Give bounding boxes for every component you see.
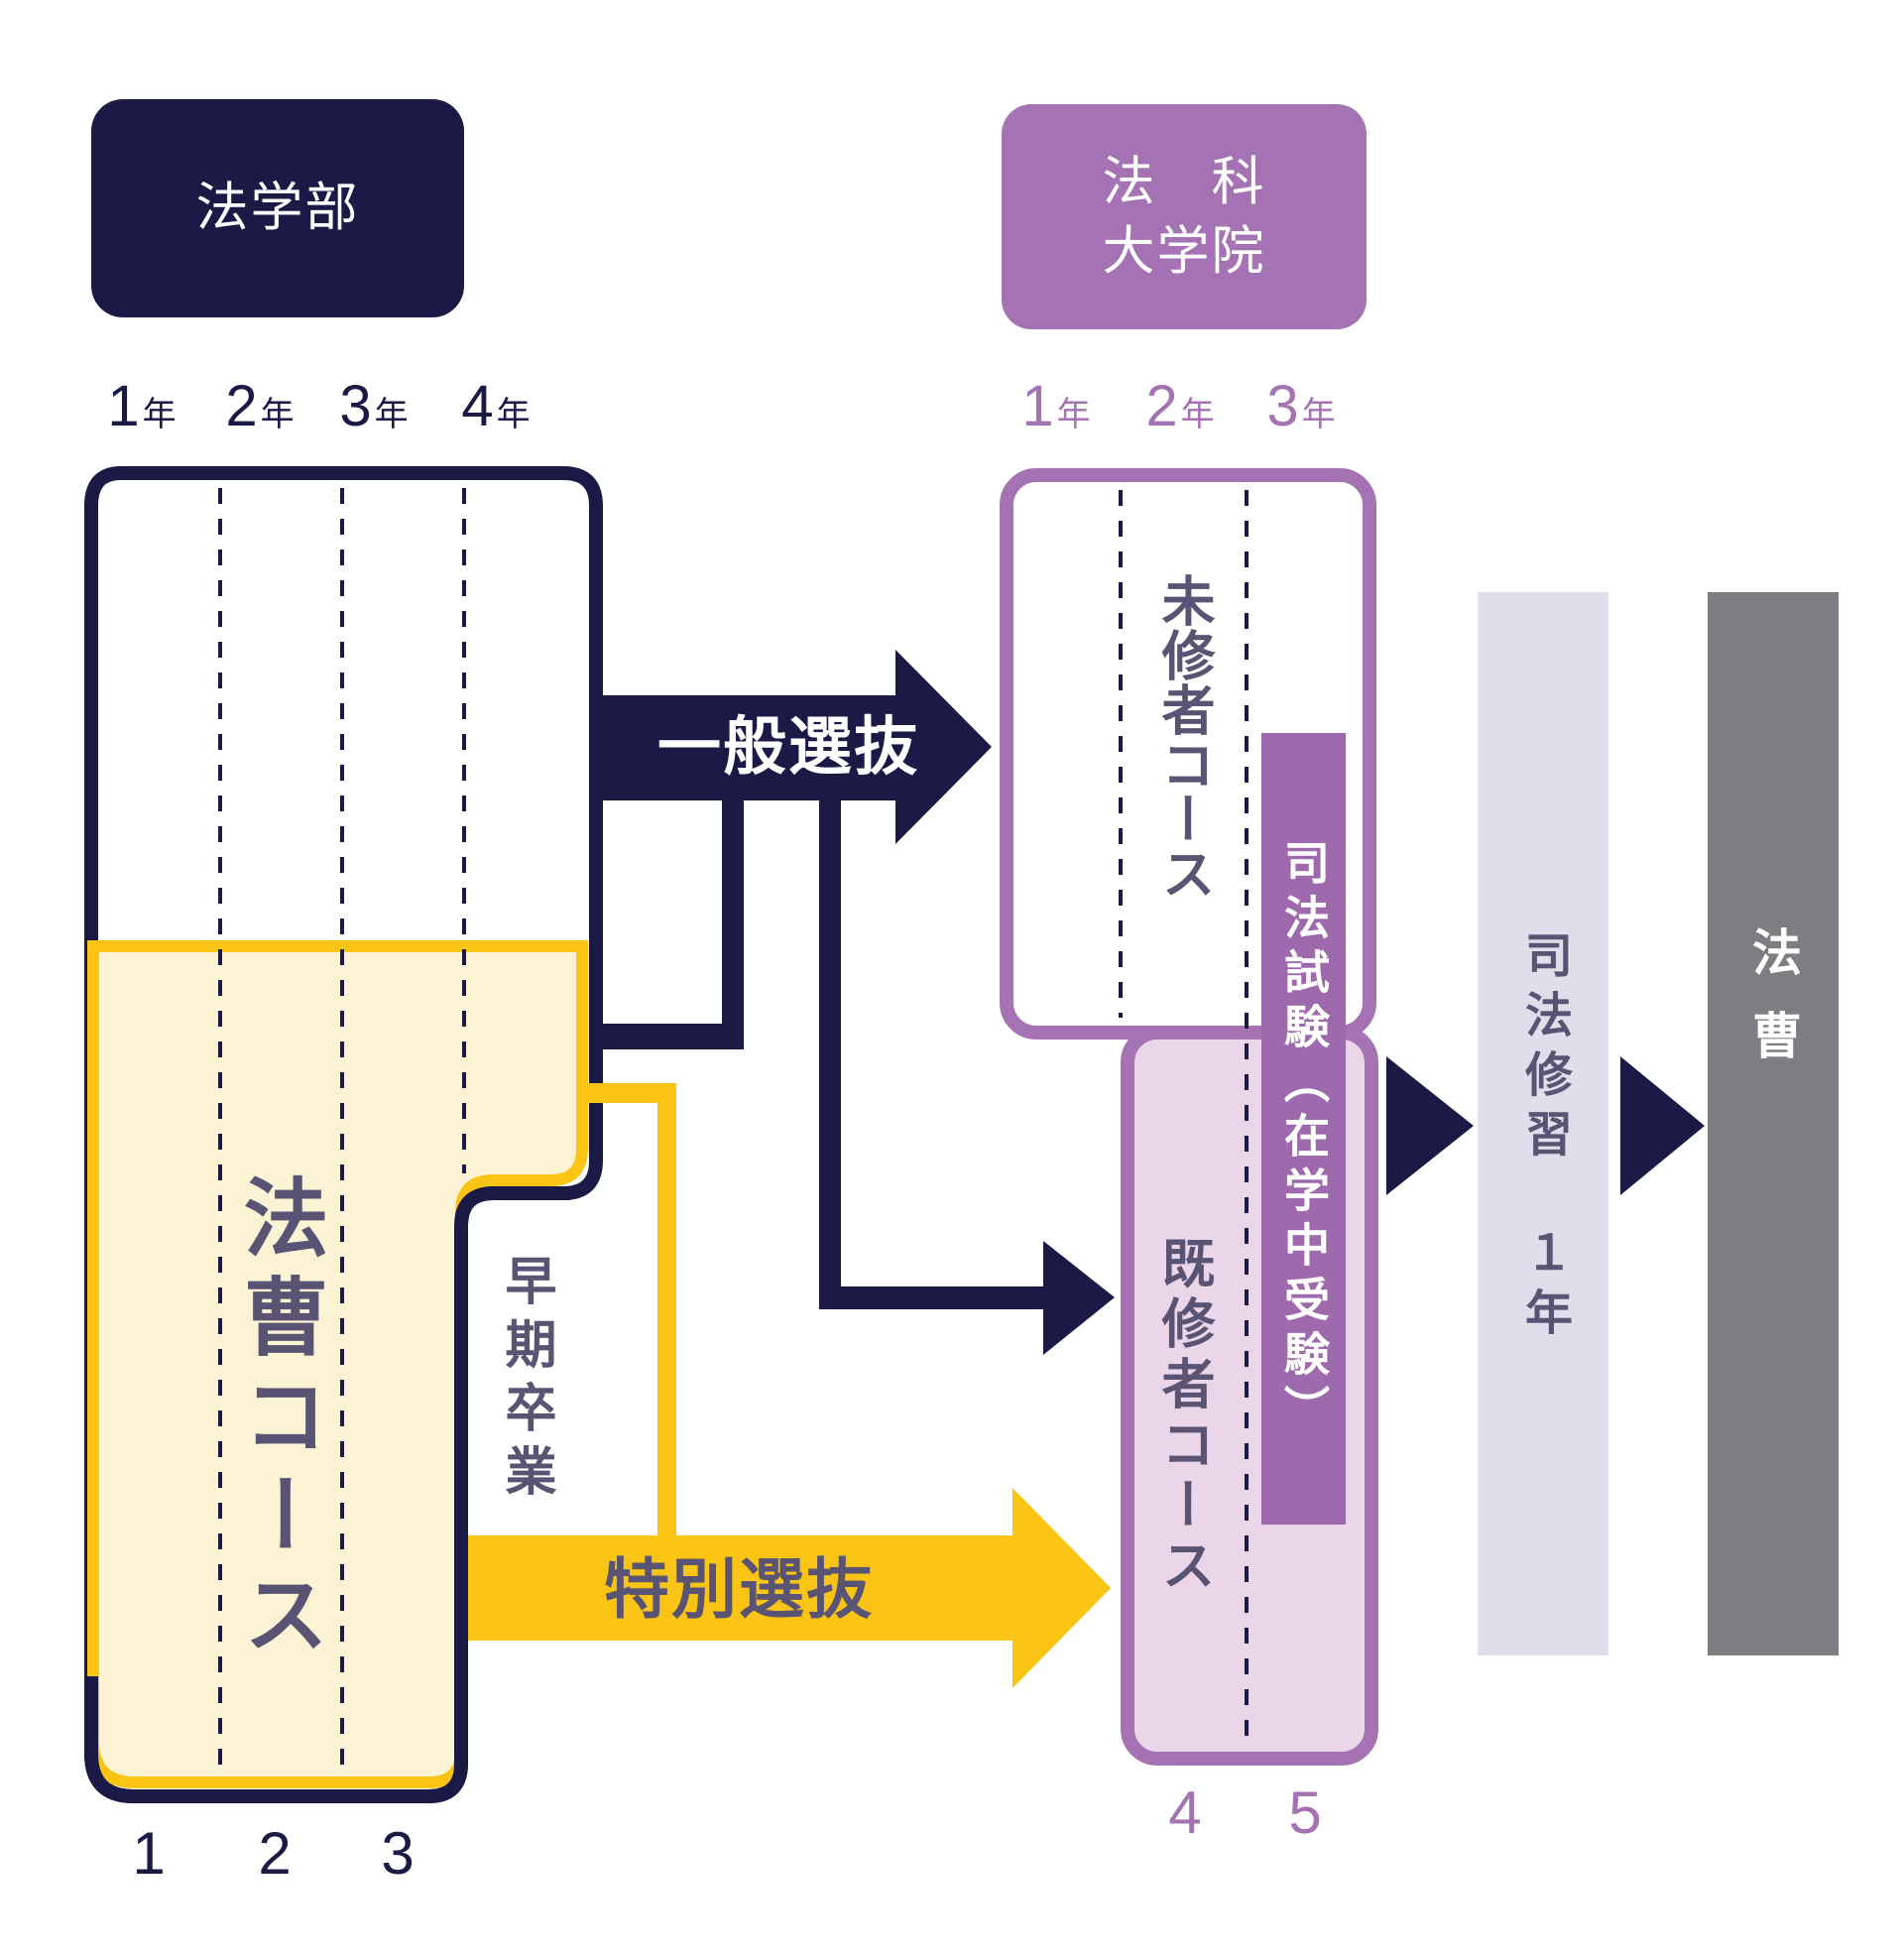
- lawschool-year-2: 2年: [1145, 373, 1214, 439]
- faculty-year-2: 2年: [225, 373, 294, 439]
- to-profession-arrow: [1620, 1056, 1705, 1195]
- faculty-outline-step-edge: [84, 1186, 570, 1803]
- judicial-training-label: 司法修習 １年: [1517, 930, 1570, 1347]
- lawschool-header-line1: 法 科: [1102, 152, 1266, 211]
- general-selection-label: 一般選抜: [657, 711, 919, 783]
- special-selection-arrow: [468, 1083, 1111, 1688]
- faculty-timeline-num-2: 2: [258, 1820, 292, 1887]
- legal-profession-bar: [1708, 592, 1839, 1655]
- to-training-arrow: [1386, 1056, 1474, 1195]
- faculty-timeline-num-1: 1: [132, 1820, 166, 1887]
- houso-course-label: 法曹コース: [230, 1173, 325, 1669]
- judicial-training-bar: [1478, 592, 1608, 1655]
- faculty-timeline-num-3: 3: [381, 1820, 415, 1887]
- lawschool-year-1: 1年: [1021, 373, 1090, 439]
- lawschool-year-3: 3年: [1266, 373, 1335, 439]
- faculty-year-4-num: 4: [461, 374, 494, 438]
- special-selection-label: 特別選抜: [604, 1552, 874, 1626]
- lawschool-timeline-num-5: 5: [1288, 1779, 1322, 1846]
- kishusha-course-label: 既修者コース: [1153, 1235, 1213, 1598]
- lawschool-year-2-unit: 年: [1180, 396, 1215, 433]
- faculty-header: 法学部: [91, 99, 464, 317]
- lawschool-header: 法 科 大学院: [1002, 104, 1367, 329]
- bar-exam-band: [1261, 733, 1346, 1525]
- faculty-year-2-num: 2: [225, 374, 258, 438]
- faculty-year-3-unit: 年: [374, 396, 409, 433]
- faculty-year-1-num: 1: [107, 374, 140, 438]
- bar-exam-label: 司法試験（在学中受験）: [1278, 839, 1330, 1439]
- faculty-year-3-num: 3: [339, 374, 372, 438]
- lawschool-year-3-num: 3: [1266, 374, 1299, 438]
- faculty-header-label: 法学部: [195, 179, 360, 237]
- year-divider-dashes: [218, 488, 1249, 1772]
- lawschool-timeline-num-4: 4: [1168, 1779, 1202, 1846]
- faculty-year-2-unit: 年: [260, 396, 295, 433]
- faculty-year-3: 3年: [339, 373, 408, 439]
- legal-profession-label: 法曹: [1745, 926, 1801, 1093]
- lawschool-year-3-unit: 年: [1301, 396, 1336, 433]
- faculty-year-4: 4年: [461, 373, 530, 439]
- lawschool-year-1-unit: 年: [1056, 396, 1091, 433]
- general-selection-arrow: [589, 650, 1115, 1355]
- faculty-year-1-unit: 年: [142, 396, 177, 433]
- mishusha-course-label: 未修者コース: [1153, 573, 1213, 901]
- early-graduation-label: 早期卒業: [497, 1254, 554, 1508]
- faculty-year-4-unit: 年: [496, 396, 531, 433]
- lawschool-year-1-num: 1: [1021, 374, 1054, 438]
- faculty-year-1: 1年: [107, 373, 176, 439]
- lawschool-header-line2: 大学院: [1102, 221, 1266, 281]
- lawschool-year-2-num: 2: [1145, 374, 1178, 438]
